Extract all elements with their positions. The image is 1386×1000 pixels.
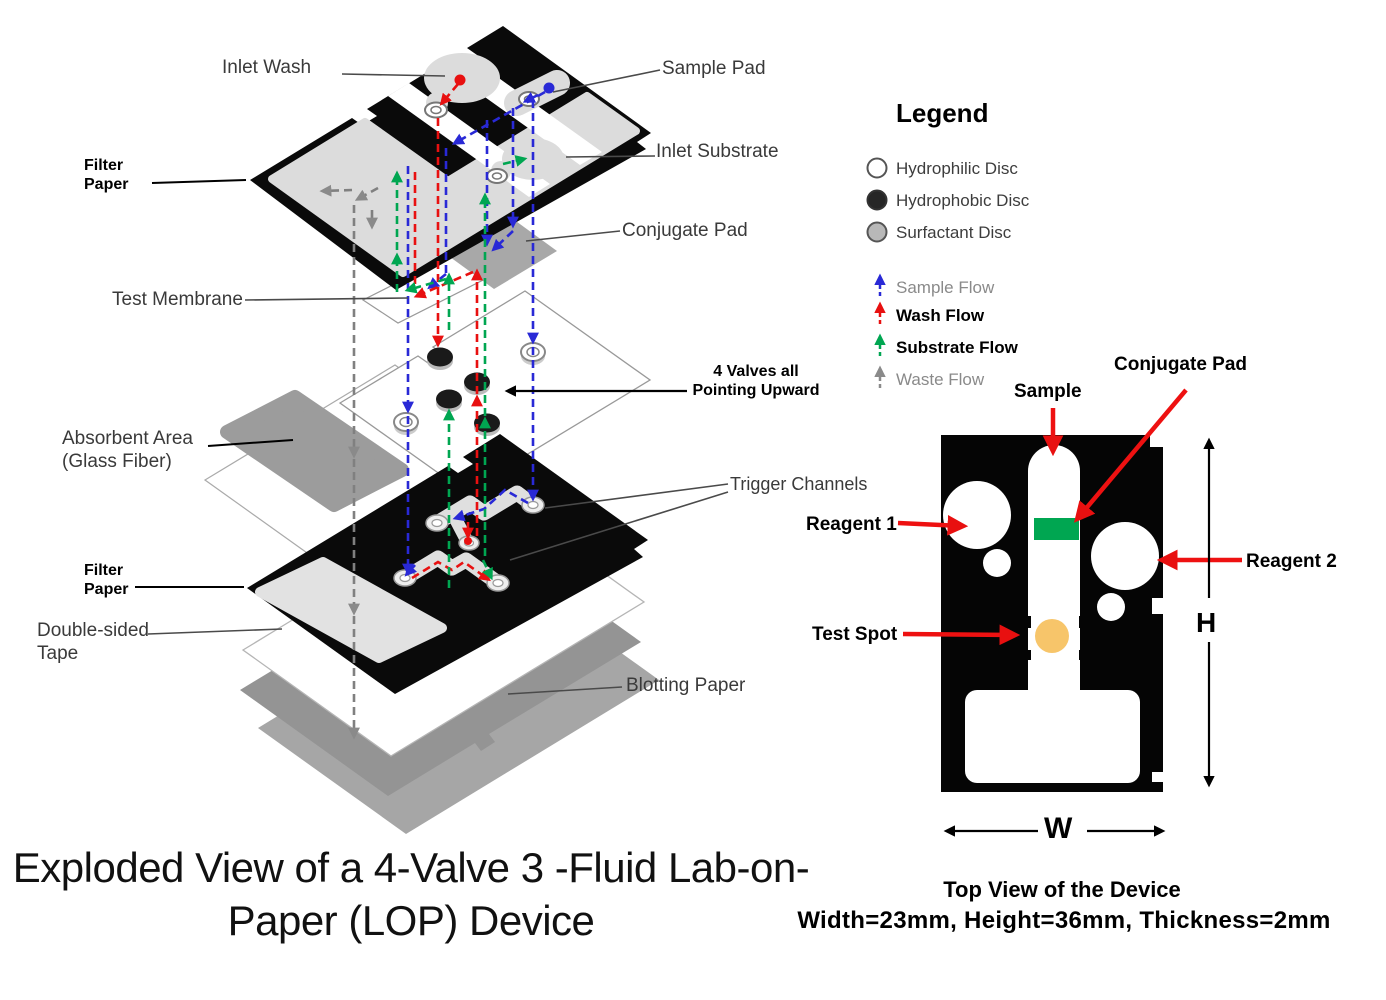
legend-item-waste-flow: Waste Flow (896, 370, 985, 389)
label-filter-paper-bottom: Filter Paper (84, 562, 129, 599)
legend-icons (866, 157, 888, 388)
top-view-device (941, 435, 1163, 792)
legend-item-hydrophilic: Hydrophilic Disc (896, 159, 1018, 178)
waste-reservoir (965, 690, 1140, 783)
legend-item-substrate-flow: Substrate Flow (896, 338, 1018, 357)
label-test-spot: Test Spot (812, 624, 898, 645)
wash-inlet-dot (454, 74, 466, 86)
legend-title: Legend (896, 98, 989, 128)
hydrophobic-disc-icon (866, 189, 888, 211)
reagent-2-well (1091, 522, 1159, 621)
center-channel (1028, 445, 1080, 691)
label-blotting-paper: Blotting Paper (626, 675, 746, 696)
label-sample-pad: Sample Pad (662, 58, 766, 79)
figure-title: Exploded View of a 4-Valve 3 -Fluid Lab-… (12, 844, 810, 944)
absorbent-pad (220, 390, 409, 512)
top-view-callout-arrows (897, 388, 1242, 646)
legend-item-sample-flow: Sample Flow (896, 278, 995, 297)
waste-flow-lines (319, 184, 379, 740)
test-spot-marker (1035, 619, 1069, 653)
substrate-flow-lines (391, 155, 528, 588)
label-height-dim: H (1196, 607, 1217, 638)
label-filter-paper-top: Filter Paper (84, 157, 129, 194)
label-valves-note: 4 Valves all Pointing Upward (692, 363, 820, 400)
label-double-sided-tape: Double-sided Tape (37, 620, 149, 664)
label-test-membrane: Test Membrane (112, 289, 243, 310)
label-inlet-substrate: Inlet Substrate (656, 141, 779, 162)
topview-caption-line2: Width=23mm, Height=36mm, Thickness=2mm (797, 907, 1331, 934)
label-reagent-1: Reagent 1 (806, 514, 897, 535)
trigger-channel-lower (397, 550, 506, 591)
label-inlet-wash: Inlet Wash (222, 57, 312, 78)
sample-inlet-dot (543, 82, 555, 94)
label-width-dim: W (1044, 812, 1073, 845)
label-reagent-2: Reagent 2 (1246, 551, 1337, 572)
top-filter-layer (250, 26, 651, 290)
dimension-arrows (943, 437, 1215, 837)
legend-item-hydrophobic: Hydrophobic Disc (896, 191, 1030, 210)
label-trigger-channels: Trigger Channels (730, 474, 868, 494)
label-absorbent-area: Absorbent Area (Glass Fiber) (62, 428, 193, 472)
leader-lines (135, 69, 729, 695)
label-conjugate-pad-exploded: Conjugate Pad (622, 220, 748, 241)
inlet-wash-disc (424, 53, 500, 119)
label-conjugate-pad-topview: Conjugate Pad (1114, 354, 1248, 375)
conjugate-pad-marker (1034, 518, 1079, 540)
label-sample: Sample (1014, 381, 1082, 402)
legend-item-wash-flow: Wash Flow (896, 306, 985, 325)
topview-caption-line1: Top View of the Device (943, 877, 1181, 902)
hydrophilic-disc-icon (866, 157, 888, 179)
surfactant-disc-icon (866, 221, 888, 243)
legend-item-surfactant: Surfactant Disc (896, 223, 1012, 242)
